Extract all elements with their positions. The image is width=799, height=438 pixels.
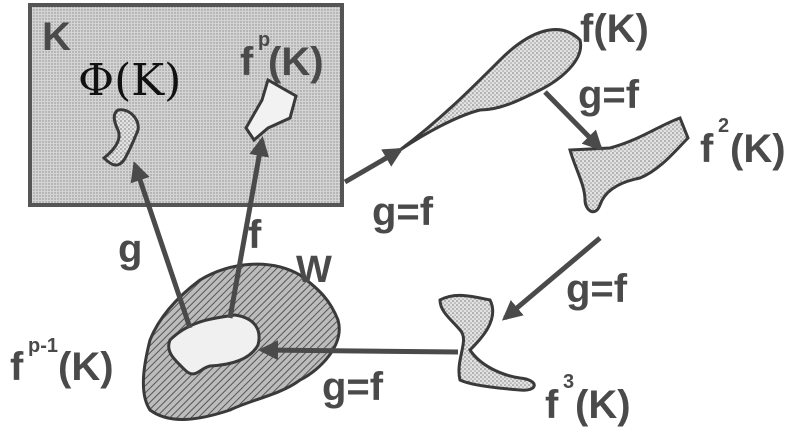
label-arrow-gf-2: g=f — [578, 73, 640, 117]
f2-k-shape — [568, 116, 690, 214]
label-f2-k-base: f — [700, 127, 714, 171]
arrow-fk-to-f2k — [543, 90, 603, 151]
k-box — [28, 3, 344, 207]
f-k-shape — [399, 28, 583, 152]
arrow-g-to-phik — [130, 161, 193, 329]
phi-k-shape — [101, 108, 140, 167]
label-fp-k-rest: (K) — [268, 40, 324, 84]
arrow-f2k-to-f3k — [501, 236, 602, 321]
label-arrow-gf-1: g=f — [372, 190, 434, 234]
label-phi-k: Φ(K) — [78, 55, 181, 106]
label-fp-k-sup: p — [258, 29, 270, 51]
fp1-k-shape — [167, 313, 261, 376]
label-fp1-k-base: f — [10, 345, 24, 389]
label-f2-k-sup: 2 — [718, 115, 729, 137]
label-fp1-k-sup: p-1 — [28, 335, 58, 357]
arrow-f-to-fpk — [227, 136, 270, 319]
label-f3-k-sup: 3 — [563, 371, 574, 393]
label-f2-k-rest: (K) — [730, 127, 786, 171]
f3-k-shape — [438, 293, 536, 392]
label-arrow-g: g — [118, 227, 142, 271]
label-fp1-k-rest: (K) — [58, 345, 114, 389]
label-f3-k-rest: (K) — [575, 383, 631, 427]
fp-k-shape — [244, 77, 298, 143]
label-f-k: f(K) — [580, 7, 649, 51]
label-arrow-f: f — [248, 213, 262, 257]
arrow-f3k-to-fp1k — [258, 340, 459, 361]
label-arrow-gf-3: g=f — [566, 267, 628, 311]
label-w: W — [296, 249, 332, 291]
label-k: K — [42, 15, 71, 59]
label-f3-k-base: f — [545, 383, 559, 427]
label-arrow-gf-4: g=f — [322, 365, 384, 409]
label-fp-k-base: f — [240, 40, 254, 84]
arrow-box-to-fk — [343, 147, 404, 185]
